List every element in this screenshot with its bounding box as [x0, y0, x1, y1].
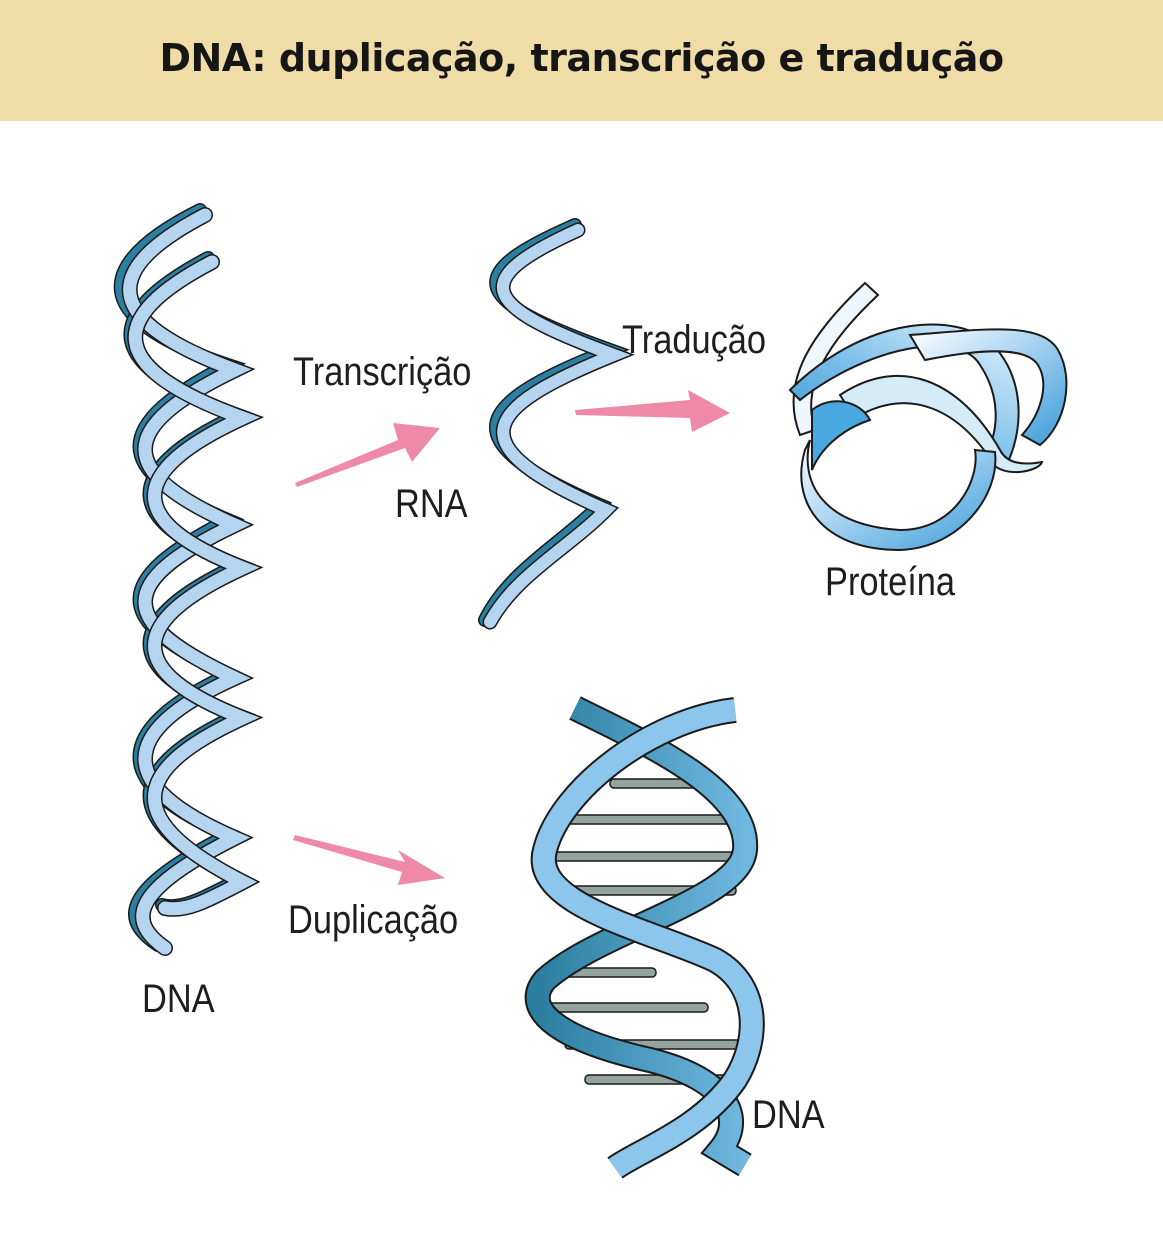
label-dna-source: DNA [142, 977, 215, 1021]
label-protein: Proteína [825, 560, 956, 604]
label-transcription: Transcrição [293, 350, 472, 394]
arrow-icon [293, 835, 445, 885]
rna-strand-icon [478, 218, 635, 630]
label-duplication: Duplicação [288, 898, 459, 942]
dna-ladder-icon [524, 696, 765, 1179]
title-banner: DNA: duplicação, transcrição e tradução [0, 0, 1163, 121]
arrow-icon [295, 423, 440, 487]
label-dna-copy: DNA [752, 1093, 825, 1137]
label-rna: RNA [395, 482, 468, 526]
protein-ribbon-icon [788, 281, 1068, 552]
arrow-icon [575, 390, 730, 432]
dna-double-helix-icon [113, 203, 265, 956]
label-translation: Tradução [622, 318, 767, 362]
page-title: DNA: duplicação, transcrição e tradução [159, 35, 1004, 80]
